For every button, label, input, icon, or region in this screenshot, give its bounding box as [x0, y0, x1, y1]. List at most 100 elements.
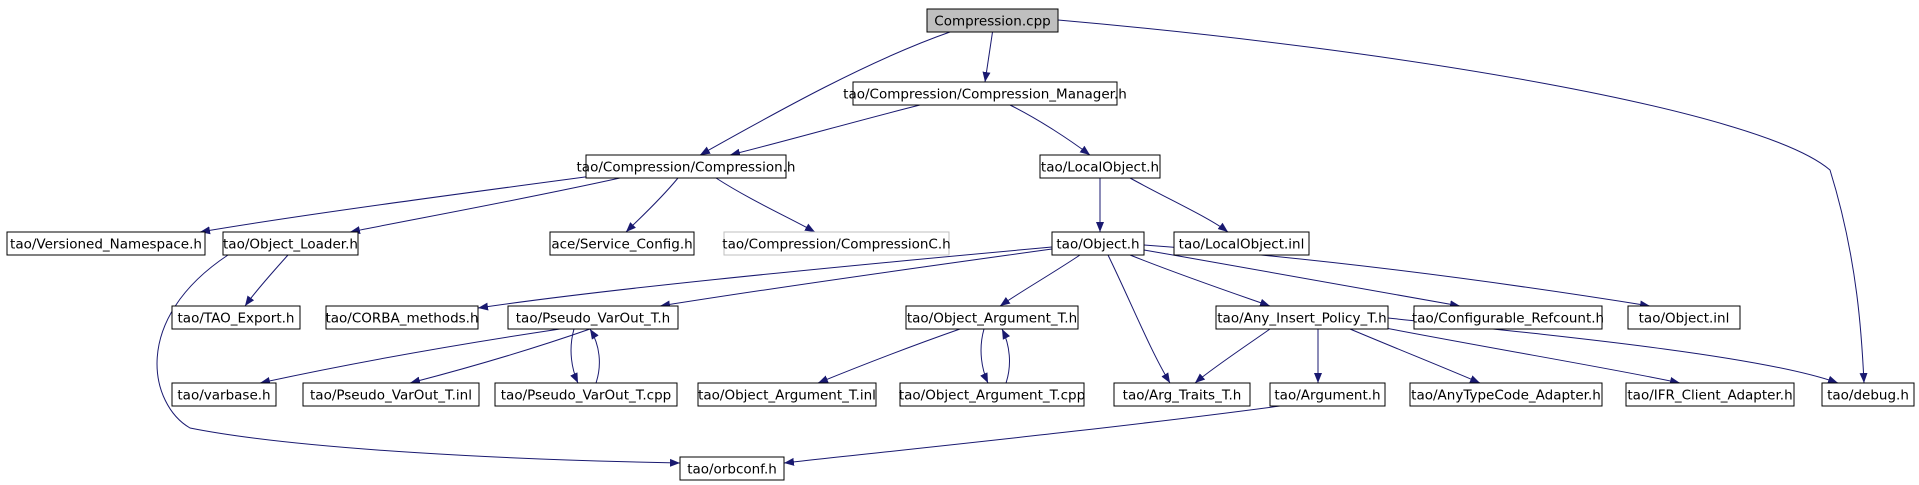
node-box [697, 382, 877, 407]
graph-node[interactable]: tao/Object.h [1051, 231, 1145, 256]
edge-n4-to-n10 [1129, 177, 1229, 233]
node-label: tao/Compression/Compression_Manager.h [843, 87, 1127, 103]
node-label: tao/debug.h [1827, 388, 1909, 404]
edge-n13-to-n20 [570, 328, 579, 384]
node-label: tao/Object_Argument_T.inl [698, 388, 876, 404]
node-box [1625, 382, 1795, 407]
edge-n6-to-n28 [156, 254, 681, 467]
graph-node[interactable]: ace/Service_Config.h [549, 231, 695, 256]
graph-node[interactable]: tao/varbase.h [171, 382, 277, 407]
graph-node[interactable]: tao/Arg_Traits_T.h [1113, 382, 1251, 407]
graph-node[interactable]: tao/LocalObject.h [1039, 154, 1161, 179]
graph-node[interactable]: tao/Object_Loader.h [222, 231, 359, 256]
graph-node[interactable]: tao/Pseudo_VarOut_T.h [507, 305, 679, 330]
graph-node[interactable]: tao/Object_Argument_T.h [905, 305, 1079, 330]
node-box [679, 456, 785, 481]
graph-node[interactable]: tao/debug.h [1821, 382, 1915, 407]
node-box [1409, 382, 1603, 407]
graph-node[interactable]: tao/AnyTypeCode_Adapter.h [1409, 382, 1603, 407]
graph-node[interactable]: tao/Any_Insert_Policy_T.h [1215, 305, 1389, 330]
node-box [1269, 382, 1386, 407]
graph-node[interactable]: tao/LocalObject.inl [1173, 231, 1310, 256]
graph-node[interactable]: tao/orbconf.h [679, 456, 785, 481]
graph-node[interactable]: tao/Compression/CompressionC.h [722, 231, 951, 256]
node-box [926, 8, 1059, 33]
node-box [585, 154, 787, 179]
graph-node[interactable]: tao/Argument.h [1269, 382, 1386, 407]
edge-n15-to-n26 [1379, 326, 1681, 385]
node-label: tao/LocalObject.h [1041, 160, 1159, 176]
graph-node[interactable]: tao/Compression/Compression_Manager.h [843, 81, 1127, 106]
node-box [494, 382, 678, 407]
edge-n14-to-n22 [980, 328, 989, 384]
edge-n3-to-n8 [715, 177, 816, 233]
edge-n9-to-n15 [1129, 254, 1271, 307]
root-node: Compression.cpp [926, 8, 1059, 33]
edge-n9-to-n16 [1143, 249, 1461, 309]
node-label: tao/CORBA_methods.h [325, 311, 478, 327]
node-label: tao/Configurable_Refcount.h [1412, 311, 1604, 327]
node-box [171, 382, 277, 407]
node-label: tao/orbconf.h [687, 462, 777, 478]
edge-n2-to-n3 [729, 104, 921, 157]
edge-n1-to-n2 [982, 31, 993, 83]
graph-node[interactable]: tao/Pseudo_VarOut_T.cpp [494, 382, 678, 407]
edge-n15-to-n23 [1194, 328, 1271, 384]
edge-n9-to-n13 [659, 248, 1053, 309]
node-label: tao/Object.inl [1639, 311, 1730, 327]
edge-n2-to-n4 [1009, 104, 1091, 156]
node-label: tao/Object_Argument_T.h [907, 311, 1077, 327]
node-box [302, 382, 480, 407]
node-box [1113, 382, 1251, 407]
node-label: tao/Any_Insert_Policy_T.h [1217, 311, 1386, 327]
node-label: tao/Object.h [1056, 237, 1139, 253]
graph-node[interactable]: tao/Pseudo_VarOut_T.inl [302, 382, 480, 407]
graph-node[interactable]: tao/Versioned_Namespace.h [6, 231, 206, 256]
edge-n13-to-n19 [409, 328, 591, 385]
edge-n13-to-n18 [259, 328, 561, 385]
graph-node[interactable]: tao/Object_Argument_T.cpp [899, 382, 1085, 407]
node-box [1413, 305, 1603, 330]
node-label: tao/Compression/CompressionC.h [722, 237, 950, 253]
node-label: tao/Pseudo_VarOut_T.inl [310, 388, 472, 404]
node-label: tao/Pseudo_VarOut_T.h [516, 311, 670, 327]
node-label: tao/Argument.h [1274, 388, 1380, 404]
node-box [852, 81, 1118, 106]
edge-n3-to-n7 [625, 177, 679, 233]
edge-n1-to-n27 [1057, 19, 1868, 384]
edge-n3-to-n5 [199, 174, 601, 235]
graph-node[interactable]: tao/TAO_Export.h [171, 305, 301, 330]
graph-node[interactable]: tao/IFR_Client_Adapter.h [1625, 382, 1795, 407]
node-box [6, 231, 206, 256]
nodes-layer: Compression.cpp tao/Compression/Compressi… [6, 8, 1915, 481]
node-box [1173, 231, 1310, 256]
node-label: tao/Object_Argument_T.cpp [899, 388, 1085, 404]
node-label: tao/Arg_Traits_T.h [1123, 388, 1242, 404]
edge-n1-to-n3 [699, 31, 951, 156]
graph-node[interactable]: tao/Configurable_Refcount.h [1412, 305, 1604, 330]
edge-n22-to-n14 [1001, 328, 1011, 384]
node-box [325, 305, 479, 330]
edge-n9-to-n14 [999, 254, 1081, 307]
edge-n6-to-n11 [244, 254, 289, 307]
graph-node[interactable]: tao/Object_Argument_T.inl [697, 382, 877, 407]
node-label: tao/Object_Loader.h [223, 237, 358, 253]
node-box [549, 231, 695, 256]
graph-node[interactable]: tao/Compression/Compression.h [577, 154, 796, 179]
node-label: tao/TAO_Export.h [178, 311, 295, 327]
edge-n24-to-n28 [783, 405, 1281, 466]
node-box [222, 231, 359, 256]
node-box [1215, 305, 1389, 330]
edge-n20-to-n13 [589, 328, 600, 384]
node-label: tao/LocalObject.inl [1179, 237, 1305, 253]
graph-node[interactable]: tao/Object.inl [1627, 305, 1741, 330]
edge-n3-to-n6 [349, 177, 621, 234]
edge-n15-to-n25 [1349, 328, 1481, 384]
edge-n14-to-n21 [817, 328, 961, 384]
edge-n9-to-n12 [477, 246, 1053, 311]
node-box [899, 382, 1085, 407]
node-box [723, 231, 950, 256]
node-label: tao/Versioned_Namespace.h [10, 237, 202, 253]
graph-node[interactable]: tao/CORBA_methods.h [325, 305, 479, 330]
